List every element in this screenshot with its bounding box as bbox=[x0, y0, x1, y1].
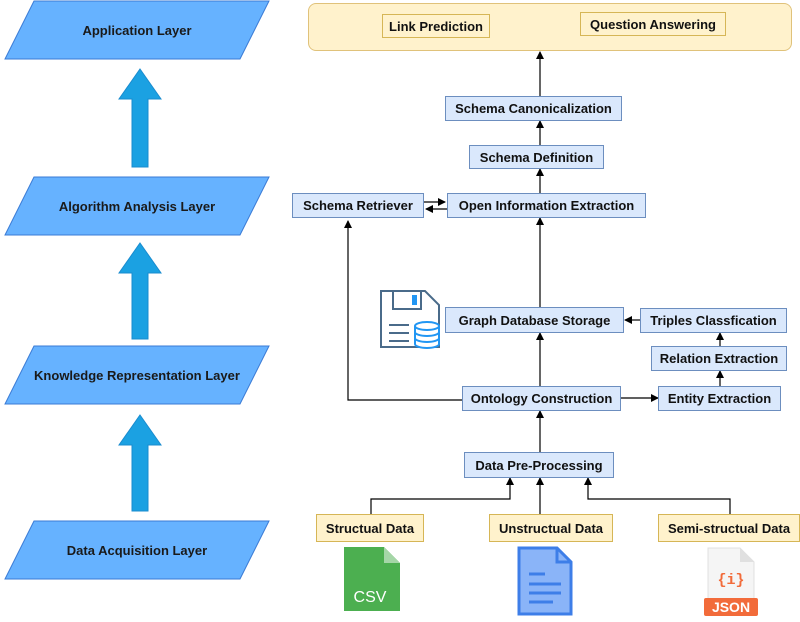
triples-classification-node: Triples Classfication bbox=[640, 308, 787, 333]
data-preprocessing-node: Data Pre-Processing bbox=[464, 452, 614, 478]
layer-shape bbox=[4, 0, 270, 60]
entity-extraction-node: Entity Extraction bbox=[658, 386, 781, 411]
layer-shape bbox=[4, 176, 270, 236]
question-answering-box: Question Answering bbox=[580, 12, 726, 36]
layer-data-acquisition: Data Acquisition Layer bbox=[4, 520, 270, 580]
up-arrow-icon bbox=[118, 68, 162, 168]
up-arrow-icon bbox=[118, 242, 162, 340]
layer-shape bbox=[4, 520, 270, 580]
document-icon bbox=[517, 546, 573, 616]
layer-shape bbox=[4, 345, 270, 405]
schema-canonicalization-node: Schema Canonicalization bbox=[445, 96, 622, 121]
schema-definition-node: Schema Definition bbox=[469, 145, 604, 169]
layer-label: Knowledge Representation Layer bbox=[34, 367, 240, 383]
relation-extraction-node: Relation Extraction bbox=[651, 346, 787, 371]
open-information-extraction-node: Open Information Extraction bbox=[447, 193, 646, 218]
layer-label: Algorithm Analysis Layer bbox=[58, 198, 216, 214]
layer-label: Data Acquisition Layer bbox=[66, 542, 208, 558]
json-glyph: {i} bbox=[717, 572, 744, 589]
database-save-icon bbox=[380, 290, 440, 349]
layer-knowledge-representation: Knowledge Representation Layer bbox=[4, 345, 270, 405]
schema-retriever-node: Schema Retriever bbox=[292, 193, 424, 218]
up-arrow-icon bbox=[118, 414, 162, 512]
csv-label: CSV bbox=[354, 589, 387, 606]
json-file-icon: {i} JSON bbox=[704, 547, 758, 616]
semi-structual-data-box: Semi-structual Data bbox=[658, 514, 800, 542]
link-prediction-box: Link Prediction bbox=[382, 14, 490, 38]
graph-database-storage-node: Graph Database Storage bbox=[445, 307, 624, 333]
csv-file-icon: CSV bbox=[344, 547, 400, 611]
json-label: JSON bbox=[712, 599, 750, 615]
layer-application: Application Layer bbox=[4, 0, 270, 60]
layer-label: Application Layer bbox=[82, 22, 192, 38]
ontology-construction-node: Ontology Construction bbox=[462, 386, 621, 411]
structual-data-box: Structual Data bbox=[316, 514, 424, 542]
unstructual-data-box: Unstructual Data bbox=[489, 514, 613, 542]
layer-algorithm-analysis: Algorithm Analysis Layer bbox=[4, 176, 270, 236]
